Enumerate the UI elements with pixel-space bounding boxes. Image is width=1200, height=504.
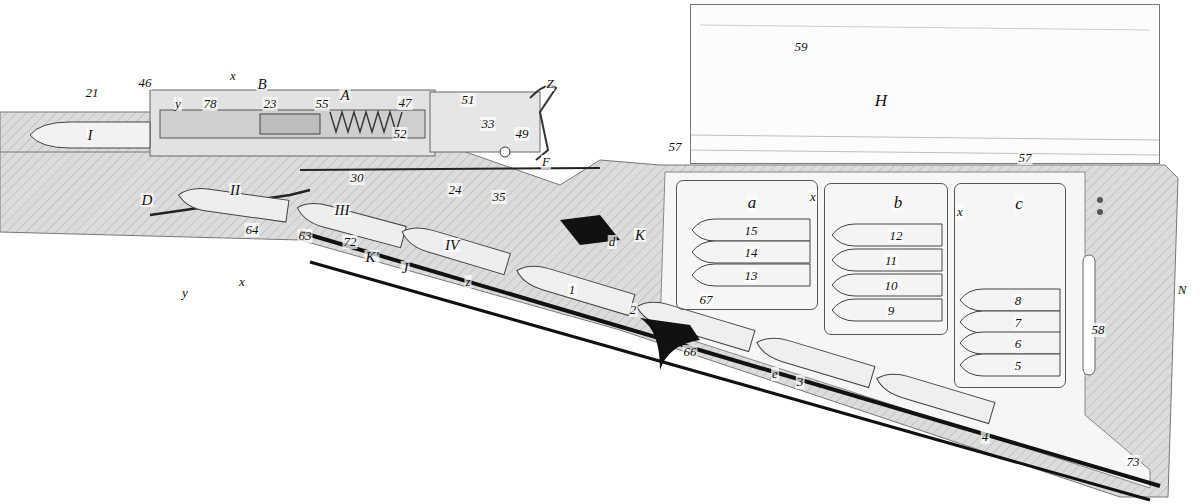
callout-number: 66 [683, 345, 698, 359]
callout-number: 23 [263, 97, 278, 111]
callout-number: 63 [298, 229, 313, 243]
part-letter: b [893, 194, 904, 212]
cartridge-number: 5 [1014, 359, 1023, 373]
callout-number: I [87, 128, 94, 142]
callout-number: x [238, 275, 246, 289]
callout-number: z [464, 275, 471, 289]
callout-number: d [608, 235, 617, 249]
callout-number: 46 [138, 76, 153, 90]
cartridge-compartment: a 15 14 13 [676, 180, 818, 310]
callout-number: 21 [85, 86, 100, 100]
callout-number: 67 [699, 293, 714, 307]
callout-number: x [229, 69, 237, 83]
callout-number: Z [545, 77, 554, 91]
cartridge-compartment: c 8 7 6 5 [954, 183, 1066, 388]
callout-number: F [541, 155, 551, 169]
callout-number: II [229, 183, 241, 197]
cartridge-number: 10 [884, 279, 899, 293]
callout-number: 73 [1126, 455, 1141, 469]
callout-number: e [771, 367, 779, 381]
callout-number: 47 [398, 96, 413, 110]
callout-number: J [401, 261, 410, 275]
magazine-lid: 59H [690, 4, 1160, 164]
callout-number: 55 [315, 97, 330, 111]
cartridge-number: 9 [887, 304, 896, 318]
callout-number: 33 [481, 117, 496, 131]
cartridge-number: 14 [744, 246, 759, 260]
cartridge-number: 11 [884, 254, 898, 268]
callout-number: 58 [1091, 323, 1106, 337]
callout-number: IV [444, 238, 460, 252]
callout-number: 24 [448, 183, 463, 197]
callout-number: A [339, 88, 350, 102]
callout-number: N [1177, 283, 1188, 297]
callout-number: 35 [492, 190, 507, 204]
cartridge-number: 15 [744, 224, 759, 238]
callout-number: D [141, 193, 154, 207]
part-letter: a [747, 194, 758, 212]
callout-number: 2 [629, 303, 638, 317]
callout-number: K [634, 228, 646, 242]
callout-number: x [956, 205, 964, 219]
callout-number: y [174, 97, 182, 111]
callout-number: 49 [515, 127, 530, 141]
callout-number: K' [364, 250, 379, 264]
callout-number: 64 [245, 223, 260, 237]
cartridge-number: 7 [1014, 316, 1023, 330]
callout-number: 51 [461, 93, 476, 107]
callout-number: 3 [796, 375, 805, 389]
callout-number: 52 [393, 127, 408, 141]
callout-number: B [256, 77, 267, 91]
callout-number: 78 [203, 97, 218, 111]
cartridge-number: 8 [1014, 294, 1023, 308]
part-letter: c [1014, 195, 1024, 213]
callout-number: 57 [668, 140, 683, 154]
callout-number: x [809, 190, 817, 204]
callout-number: 1 [568, 283, 577, 297]
callout-number: 4 [981, 430, 990, 444]
callout-number: 30 [350, 171, 365, 185]
callout-number: 57 [1018, 151, 1033, 165]
cartridge-number: 6 [1014, 337, 1023, 351]
callout-number: y [181, 286, 189, 300]
cartridge-number: 13 [744, 269, 759, 283]
cartridge-compartment: b 12 11 10 9 [824, 183, 948, 335]
part-letter: H [874, 92, 888, 110]
callout-number: 72 [343, 235, 358, 249]
cartridge-number: 12 [889, 229, 904, 243]
callout-number: III [334, 203, 351, 217]
cartridge-number: 59 [794, 40, 809, 54]
